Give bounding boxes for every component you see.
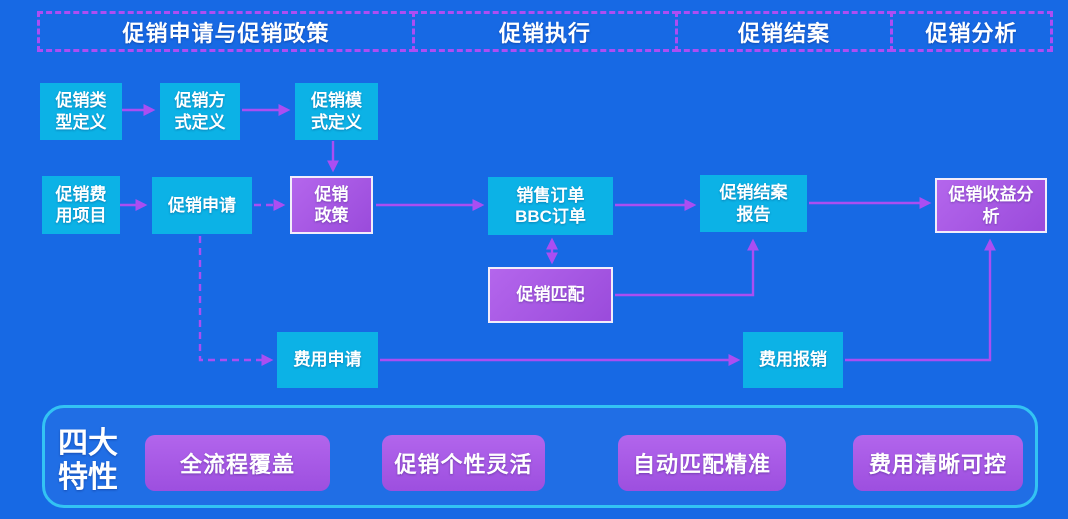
node-promo-type-definition: 促销类 型定义 [40,83,122,140]
node-label: 促销匹配 [516,285,585,305]
node-label: 促销结案 报告 [719,183,788,224]
feature-label: 促销个性灵活 [394,452,533,477]
phase-label: 促销分析 [925,20,1018,46]
node-promo-matching: 促销匹配 [488,267,613,323]
node-promo-policy: 促销 政策 [290,176,373,234]
phase-promo-analysis: 促销分析 [890,11,1053,52]
node-label: 促销申请 [168,195,236,215]
arrow-apply-to-expenseapply-dashed [198,236,274,366]
features-title: 四大 特性 [58,427,118,494]
node-promo-closing-report: 促销结案 报告 [700,175,807,232]
node-label: 促销方 式定义 [174,91,226,132]
feature-flexible-personalization: 促销个性灵活 [382,435,545,491]
node-label: 促销类 型定义 [55,91,107,132]
node-sales-order-bbc: 销售订单 BBC订单 [488,177,613,235]
node-expense-reimbursement: 费用报销 [743,332,843,388]
node-label: 费用报销 [759,350,827,370]
feature-label: 全流程覆盖 [179,452,295,477]
node-label: 销售订单 BBC订单 [515,185,586,226]
node-label: 费用申请 [293,350,362,370]
phase-promo-execution: 促销执行 [412,11,678,52]
phase-label: 促销申请与促销政策 [122,20,330,46]
feature-clear-controllable-expense: 费用清晰可控 [853,435,1023,491]
feature-accurate-auto-matching: 自动匹配精准 [618,435,786,491]
node-promo-method-definition: 促销方 式定义 [160,83,240,140]
node-promo-revenue-analysis: 促销收益分 析 [935,178,1047,233]
feature-full-process-coverage: 全流程覆盖 [145,435,330,491]
arrow-match-to-closingreport [615,238,759,297]
node-expense-application: 费用申请 [277,332,378,388]
node-label: 促销模 式定义 [311,91,362,132]
phase-label: 促销执行 [498,20,591,46]
feature-label: 费用清晰可控 [868,452,1007,477]
phase-promo-closing: 促销结案 [675,11,893,52]
node-label: 促销费 用项目 [55,184,107,225]
node-label: 促销 政策 [314,184,349,225]
arrow-reimburse-to-revenue [845,238,996,362]
feature-label: 自动匹配精准 [632,452,771,477]
node-promo-expense-item: 促销费 用项目 [42,176,120,234]
phase-label: 促销结案 [737,20,830,46]
phase-promo-apply-policy: 促销申请与促销政策 [37,11,415,52]
node-promo-mode-definition: 促销模 式定义 [295,83,378,140]
node-promo-application: 促销申请 [152,177,252,234]
node-label: 促销收益分 析 [948,185,1034,226]
